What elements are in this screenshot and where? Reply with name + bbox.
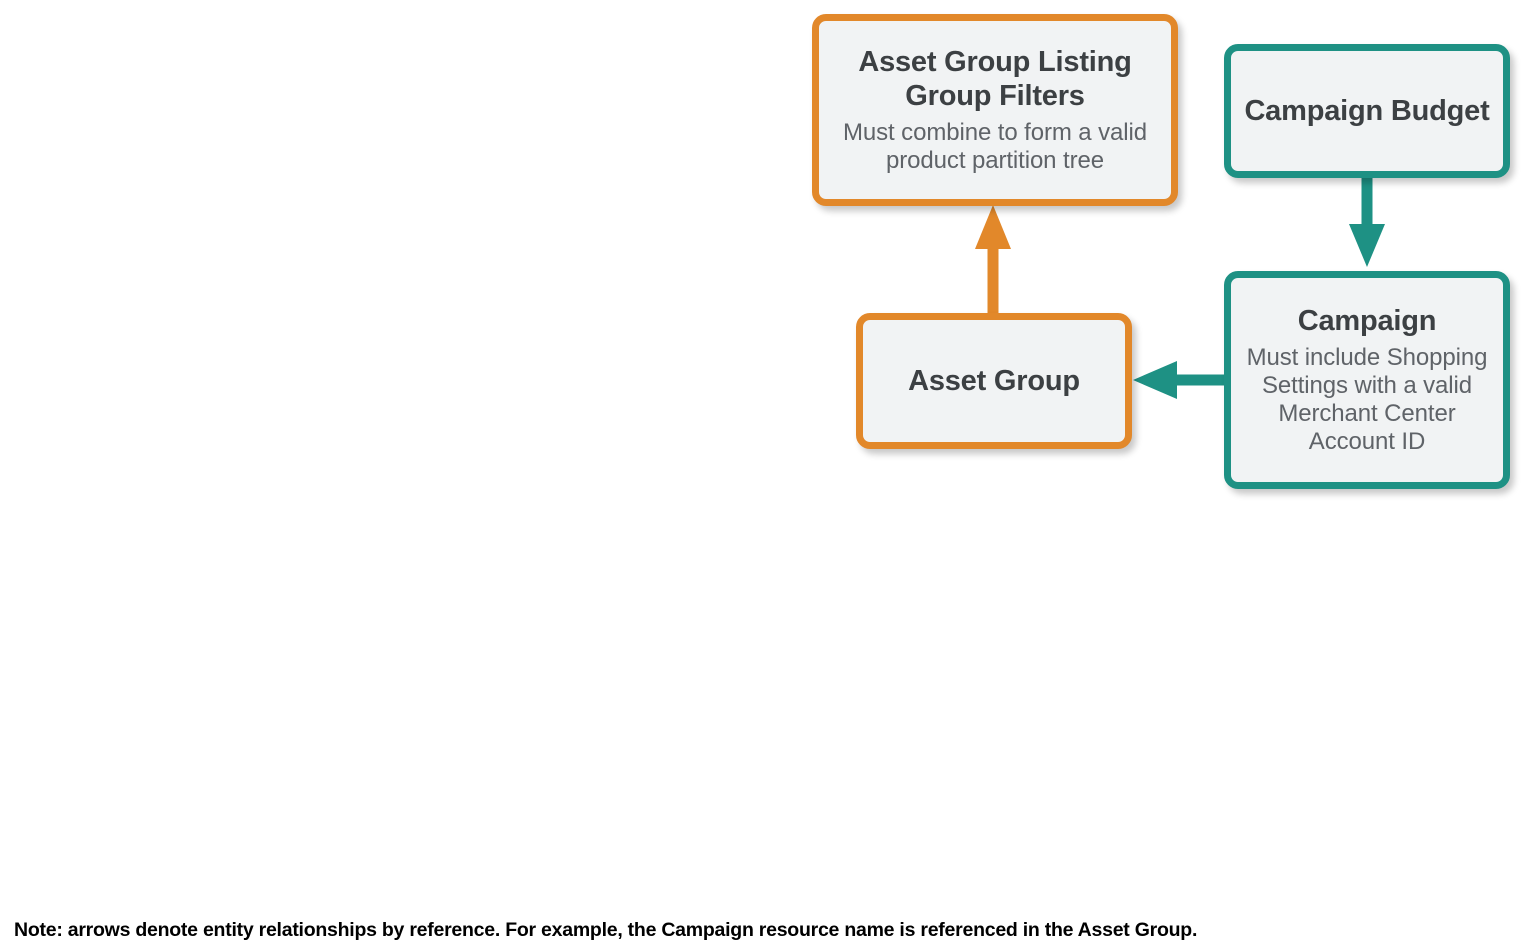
arrow-campaign-budget-to-campaign xyxy=(1349,178,1385,267)
node-asset-group-listing-group-filters[interactable]: Asset Group Listing Group Filters Must c… xyxy=(812,14,1178,206)
diagram-note: Note: arrows denote entity relationships… xyxy=(14,919,1198,941)
arrow-campaign-to-asset-group xyxy=(1133,361,1224,399)
node-campaign[interactable]: Campaign Must include Shopping Settings … xyxy=(1224,271,1510,489)
arrow-asset-group-to-listing-group-filters xyxy=(975,205,1011,313)
node-title: Asset Group Listing Group Filters xyxy=(858,45,1132,113)
node-title: Asset Group xyxy=(908,364,1080,397)
node-asset-group[interactable]: Asset Group xyxy=(856,313,1132,449)
node-title: Campaign xyxy=(1297,305,1437,338)
node-campaign-budget[interactable]: Campaign Budget xyxy=(1224,44,1510,178)
node-description: Must include Shopping Settings with a va… xyxy=(1246,344,1488,455)
node-title: Campaign Budget xyxy=(1244,94,1490,127)
node-description: Must combine to form a valid product par… xyxy=(843,119,1147,175)
